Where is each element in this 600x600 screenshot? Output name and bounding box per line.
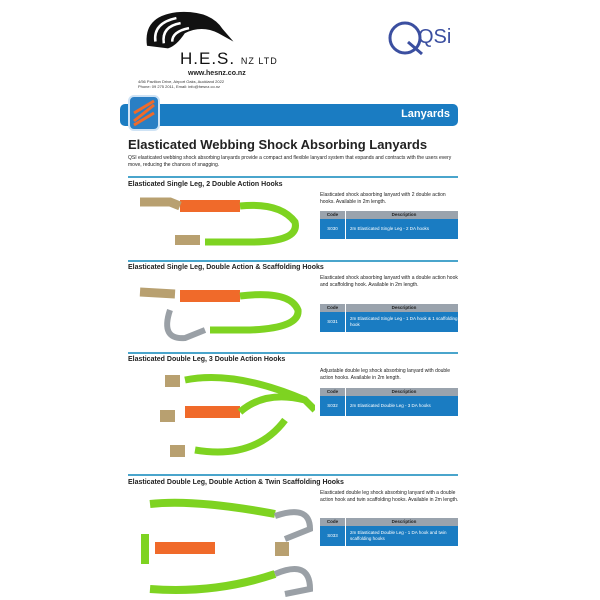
divider — [128, 260, 458, 262]
product-description: Elasticated shock absorbing lanyard with… — [320, 192, 446, 205]
product-heading: Elasticated Double Leg, 3 Double Action … — [128, 356, 286, 363]
banner-label: Lanyards — [401, 108, 450, 120]
company-address: 4/56 Pavilion Drive, Airport Oaks, Auckl… — [138, 79, 225, 89]
product-image-s032 — [160, 374, 315, 457]
lanyard-icon — [128, 95, 160, 131]
product-image-s031 — [139, 287, 302, 342]
product-image-s030 — [140, 197, 299, 246]
category-banner: Lanyards — [120, 104, 458, 126]
divider — [128, 352, 458, 354]
company-name: H.E.S. NZ LTD — [180, 49, 278, 68]
product-description: Adjustable double leg shock absorbing la… — [320, 368, 451, 381]
page-title: Elasticated Webbing Shock Absorbing Lany… — [128, 137, 428, 152]
divider — [128, 176, 458, 178]
product-description: Elasticated double leg shock absorbing l… — [320, 490, 459, 503]
page-intro: QSI elasticated webbing shock absorbing … — [128, 155, 452, 168]
company-website: www.hesnz.co.nz — [188, 70, 246, 77]
product-heading: Elasticated Single Leg, 2 Double Action … — [128, 181, 283, 188]
product-heading: Elasticated Double Leg, Double Action & … — [128, 479, 344, 486]
hes-kiwi-logo — [146, 11, 234, 49]
product-heading: Elasticated Single Leg, Double Action & … — [128, 264, 324, 271]
divider — [128, 474, 458, 476]
product-description: Elasticated shock absorbing lanyard with… — [320, 275, 458, 288]
product-image-s033 — [141, 498, 314, 597]
qsi-logo: QSi — [388, 18, 458, 58]
